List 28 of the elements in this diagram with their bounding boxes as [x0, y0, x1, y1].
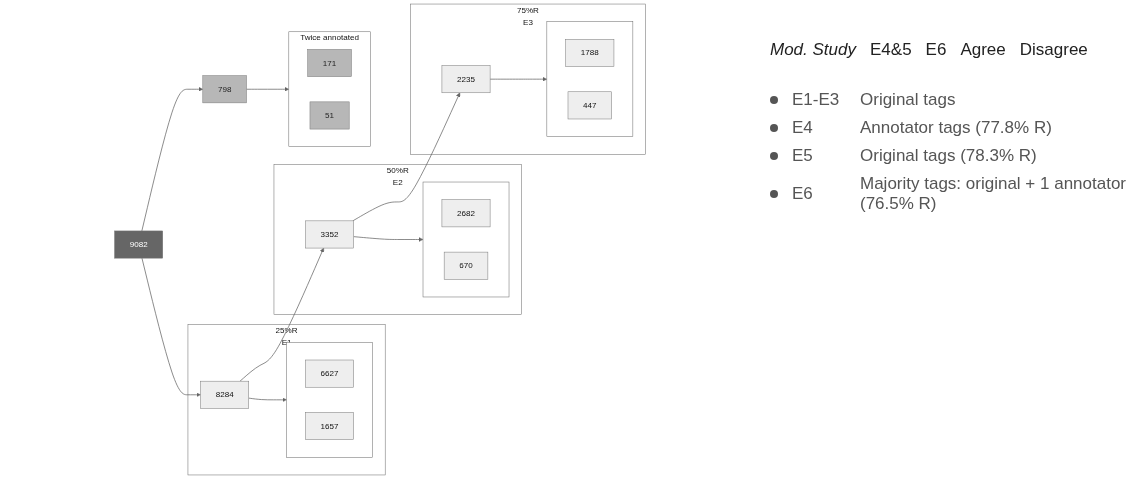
key-description: Annotator tags (77.8% R)	[860, 118, 1052, 138]
cluster	[422, 181, 510, 298]
key-term: E6	[792, 184, 814, 204]
node-box: 2235	[441, 65, 491, 93]
key-description: Original tags (78.3% R)	[860, 146, 1037, 166]
node-box: 1657	[305, 412, 354, 440]
cluster	[546, 21, 634, 137]
bar-caption: Agree	[960, 40, 1006, 60]
node-box: 798	[202, 75, 247, 104]
node-box: 2682	[441, 199, 491, 228]
key-term: E4	[792, 118, 814, 138]
node-box: 670	[443, 251, 489, 280]
key-term: E1-E3	[792, 90, 841, 110]
node-box: 51	[309, 101, 350, 130]
key-description: Original tags	[860, 90, 956, 110]
node-box: 1788	[565, 39, 615, 67]
node-box: 9082	[114, 230, 163, 259]
key-term: E5	[792, 146, 814, 166]
bar-caption: E6	[925, 40, 947, 60]
node-box: 8284	[200, 380, 249, 409]
bar-caption: E4&5	[870, 40, 912, 60]
side-note: Mod. Study	[770, 40, 856, 60]
node-box: 3352	[305, 220, 354, 249]
node-box: 6627	[305, 359, 354, 388]
bar-caption: Disagree	[1019, 40, 1088, 60]
node-box: 171	[307, 49, 352, 77]
node-box: 447	[567, 91, 612, 120]
key-description: Majority tags: original + 1 annotator (76.5% R)	[860, 174, 1127, 214]
